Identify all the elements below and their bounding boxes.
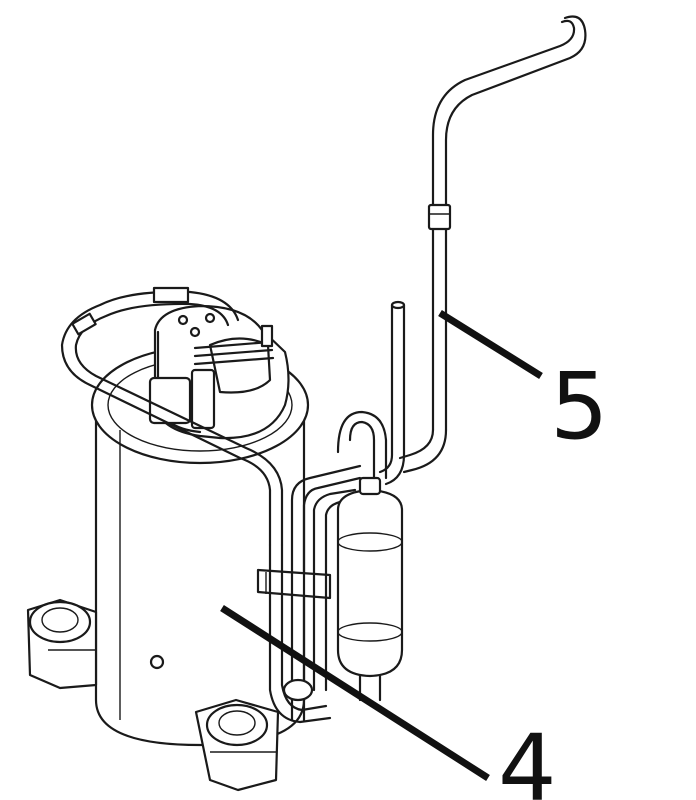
mounting-foot-left <box>26 598 98 690</box>
accumulator <box>336 410 404 702</box>
terminal-cover <box>148 304 290 440</box>
mounting-foot-right <box>194 698 280 792</box>
discharge-loop-pipe <box>60 286 284 547</box>
callout-4-label: 4 <box>498 715 557 800</box>
connecting-pipes <box>268 464 362 724</box>
suction-pipe <box>398 15 587 474</box>
callout-5: 5 <box>438 310 609 460</box>
mounting-bracket <box>256 568 332 600</box>
callout-4: 4 <box>220 605 557 800</box>
short-standing-pipe <box>378 300 406 486</box>
callout-5-label: 5 <box>550 353 609 460</box>
callout-4-leader <box>220 605 490 781</box>
callout-5-leader <box>438 310 543 379</box>
